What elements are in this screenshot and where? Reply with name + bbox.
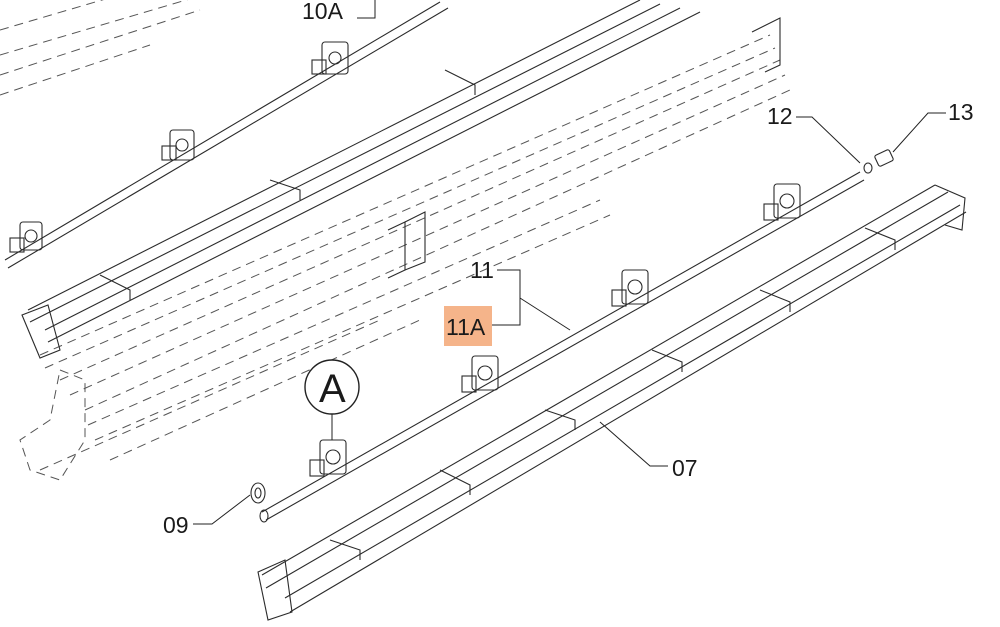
callout-11a-highlight xyxy=(444,306,492,346)
end-cap-part xyxy=(250,482,266,504)
nozzle-body xyxy=(763,183,801,221)
callout-12: 12 xyxy=(767,103,793,129)
callout-09: 09 xyxy=(163,512,189,538)
callout-11: 11 xyxy=(470,257,494,283)
upper-nozzle-bodies xyxy=(9,41,349,253)
nozzle-body xyxy=(461,355,499,393)
lower-nozzle-bodies xyxy=(309,183,801,477)
phantom-boom-section xyxy=(0,0,791,481)
fitting-part-12 xyxy=(863,162,873,174)
callout-10a: 10A xyxy=(302,0,344,24)
lower-boom-frame xyxy=(257,184,967,621)
nozzle-body xyxy=(311,41,349,75)
upper-boom-frame xyxy=(21,0,701,359)
leader-lines xyxy=(193,0,946,525)
nozzle-body xyxy=(161,129,195,161)
detail-a-circle xyxy=(304,359,360,415)
lower-spray-pipe xyxy=(259,171,865,523)
nozzle-body xyxy=(611,269,649,307)
nozzle-body xyxy=(9,221,43,253)
detail-a-label: A xyxy=(319,367,346,411)
nozzle-body xyxy=(309,439,347,477)
fitting-part-13 xyxy=(874,149,894,167)
callout-13: 13 xyxy=(948,99,974,125)
callout-07: 07 xyxy=(672,455,698,481)
upper-spray-pipe xyxy=(4,1,449,269)
callout-11a: 11A xyxy=(446,314,486,340)
